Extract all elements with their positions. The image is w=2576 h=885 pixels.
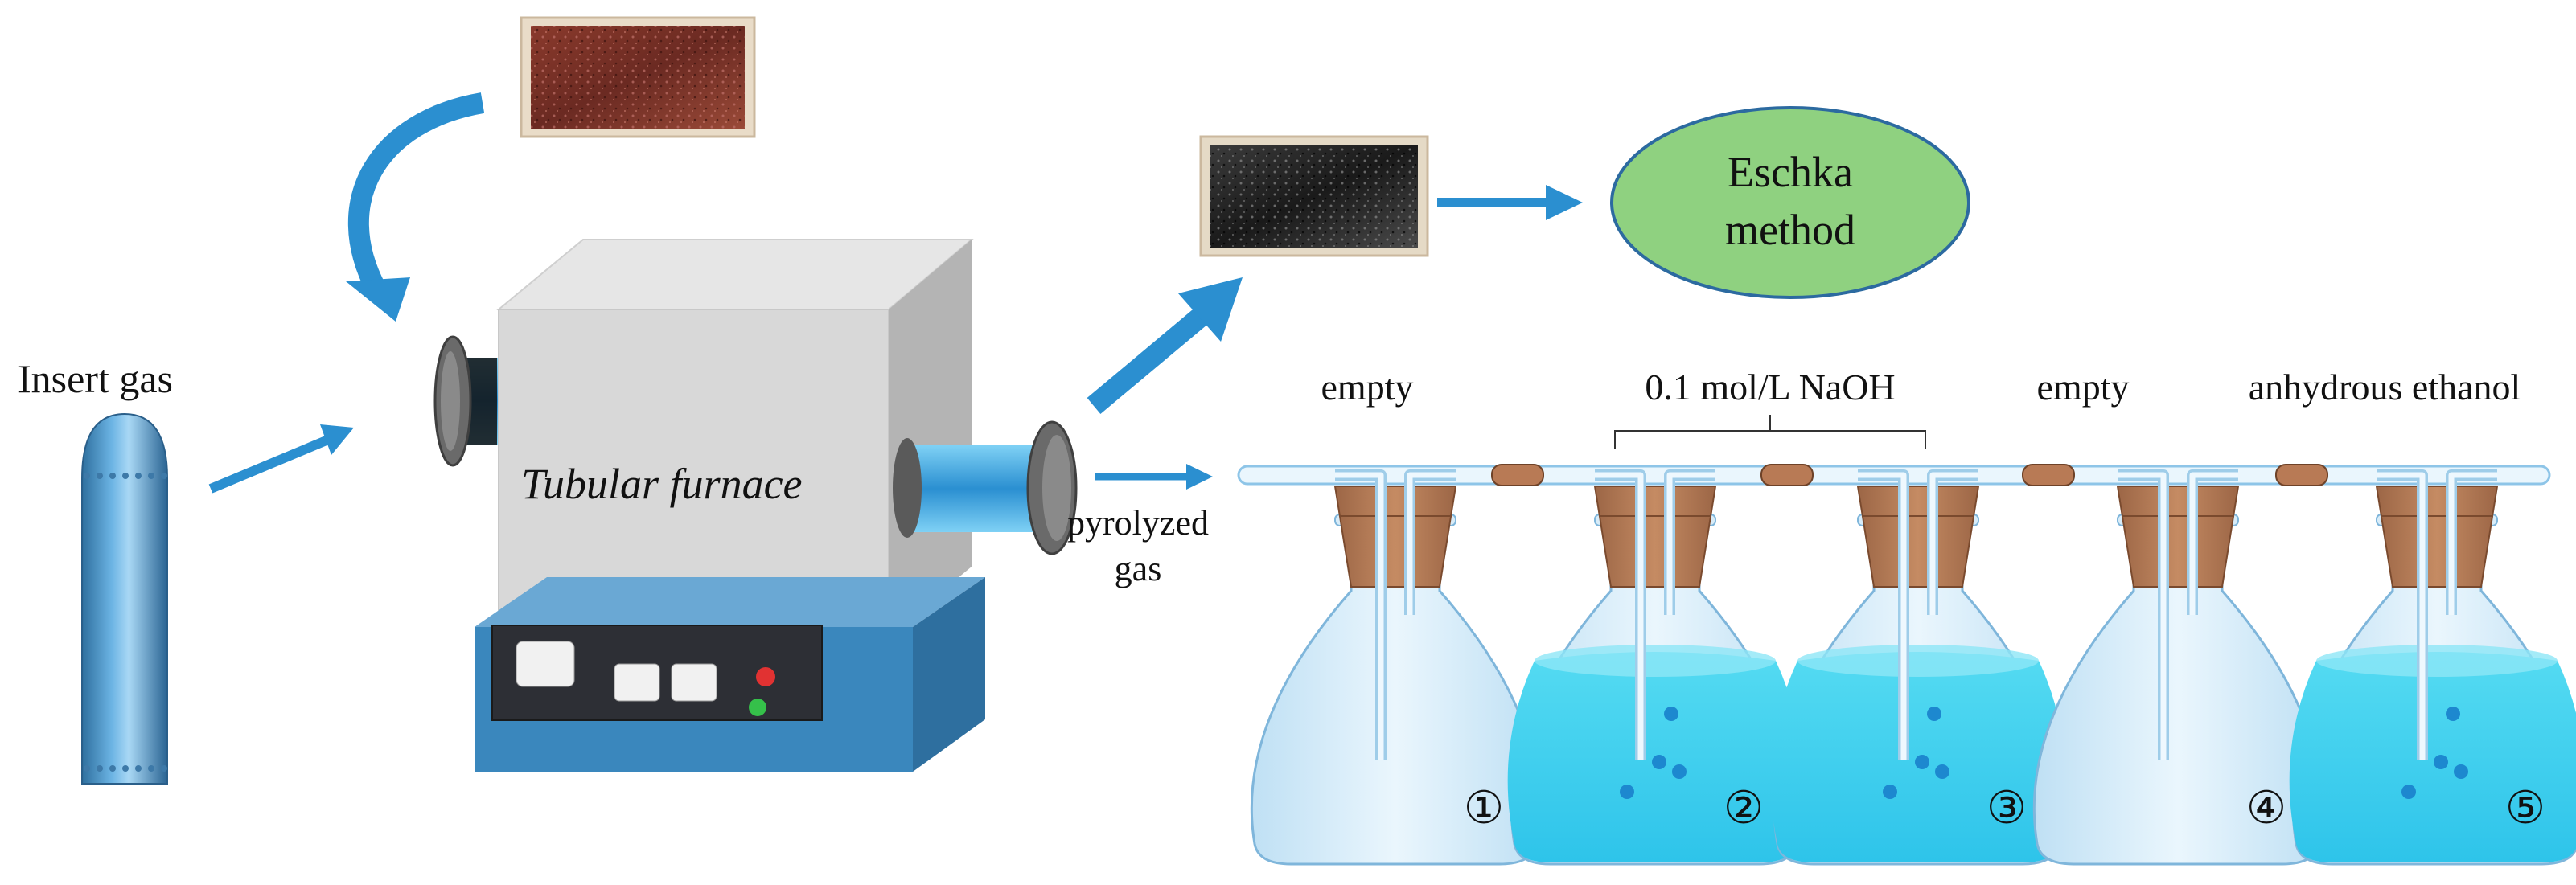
gas-bubble xyxy=(1672,764,1687,779)
flask-label: empty xyxy=(1321,367,1414,408)
flask-2: ② xyxy=(1507,469,1803,866)
liquid xyxy=(2289,652,2576,862)
naoh-label: 0.1 mol/L NaOH xyxy=(1645,367,1895,408)
gas-bubble xyxy=(1664,707,1678,721)
insert-gas-label: Insert gas xyxy=(18,356,173,401)
liquid-surface xyxy=(2316,645,2558,677)
cork-stopper xyxy=(1856,486,1980,588)
pyrolyzed-label-line1: pyrolyzed xyxy=(1067,503,1209,543)
rubber-connector xyxy=(2275,464,2328,486)
eschka-label-line1: Eschka xyxy=(1728,148,1853,196)
cork-stopper xyxy=(2116,486,2240,588)
flask-body xyxy=(1250,513,1541,866)
gas-bubble xyxy=(2446,707,2460,721)
rubber-connector xyxy=(1491,464,1544,486)
raw-sample-image xyxy=(520,16,756,138)
rubber-connector xyxy=(1760,464,1814,486)
eschka-label-line2: method xyxy=(1725,206,1855,254)
gas-bubble xyxy=(1935,764,1949,779)
pyrolyzed-label-line2: gas xyxy=(1115,549,1162,588)
gas-bubble xyxy=(1915,755,1929,769)
flask-5: ⑤ xyxy=(2289,469,2576,866)
gas-bubble xyxy=(2401,785,2416,799)
furnace-inlet-tube xyxy=(433,335,503,467)
gas-bubble xyxy=(2434,755,2448,769)
gas-bubble xyxy=(1652,755,1666,769)
gas-bubble xyxy=(2454,764,2468,779)
flask-body xyxy=(2032,513,2323,866)
cork-stopper xyxy=(1333,486,1457,588)
eschka-arrow xyxy=(1437,185,1583,220)
flask-4: ④ xyxy=(2032,469,2323,866)
gas-washing-train: ① empty ② ③ ④ empty ⑤ anhydrous ethanol xyxy=(1237,367,2576,866)
feed-curved-arrow xyxy=(346,92,485,322)
flask-number: ⑤ xyxy=(2505,784,2545,834)
gas-bubble xyxy=(1883,785,1897,799)
tubular-furnace: Tubular furnace xyxy=(433,239,1078,772)
gas-bubble xyxy=(1927,707,1941,721)
liquid-surface xyxy=(1797,645,2039,677)
flask-label: anhydrous ethanol xyxy=(2249,367,2521,408)
gas-inlet-arrow xyxy=(208,424,354,494)
char-sample-image xyxy=(1199,135,1429,257)
gas-bubble xyxy=(1620,785,1634,799)
char-output-arrow xyxy=(1087,277,1243,414)
furnace-label: Tubular furnace xyxy=(521,460,803,508)
cork-stopper xyxy=(1593,486,1717,588)
rubber-connector xyxy=(2022,464,2075,486)
flask-number: ① xyxy=(1464,784,1504,834)
furnace-outlet-tube xyxy=(893,420,1078,555)
flask-1: ① xyxy=(1250,469,1541,866)
gas-cylinder xyxy=(81,412,168,785)
flask-3: ③ xyxy=(1770,469,2066,866)
flask-number: ④ xyxy=(2246,784,2286,834)
eschka-method-ellipse: Eschka method xyxy=(1610,106,1970,299)
flask-label: empty xyxy=(2037,367,2130,408)
cork-stopper xyxy=(2375,486,2499,588)
flask-number: ② xyxy=(1723,784,1764,834)
flask-number: ③ xyxy=(1986,784,2027,834)
naoh-bracket xyxy=(1614,415,1926,449)
liquid-surface xyxy=(1535,645,1776,677)
pyrolyzed-gas-arrow xyxy=(1095,464,1213,490)
